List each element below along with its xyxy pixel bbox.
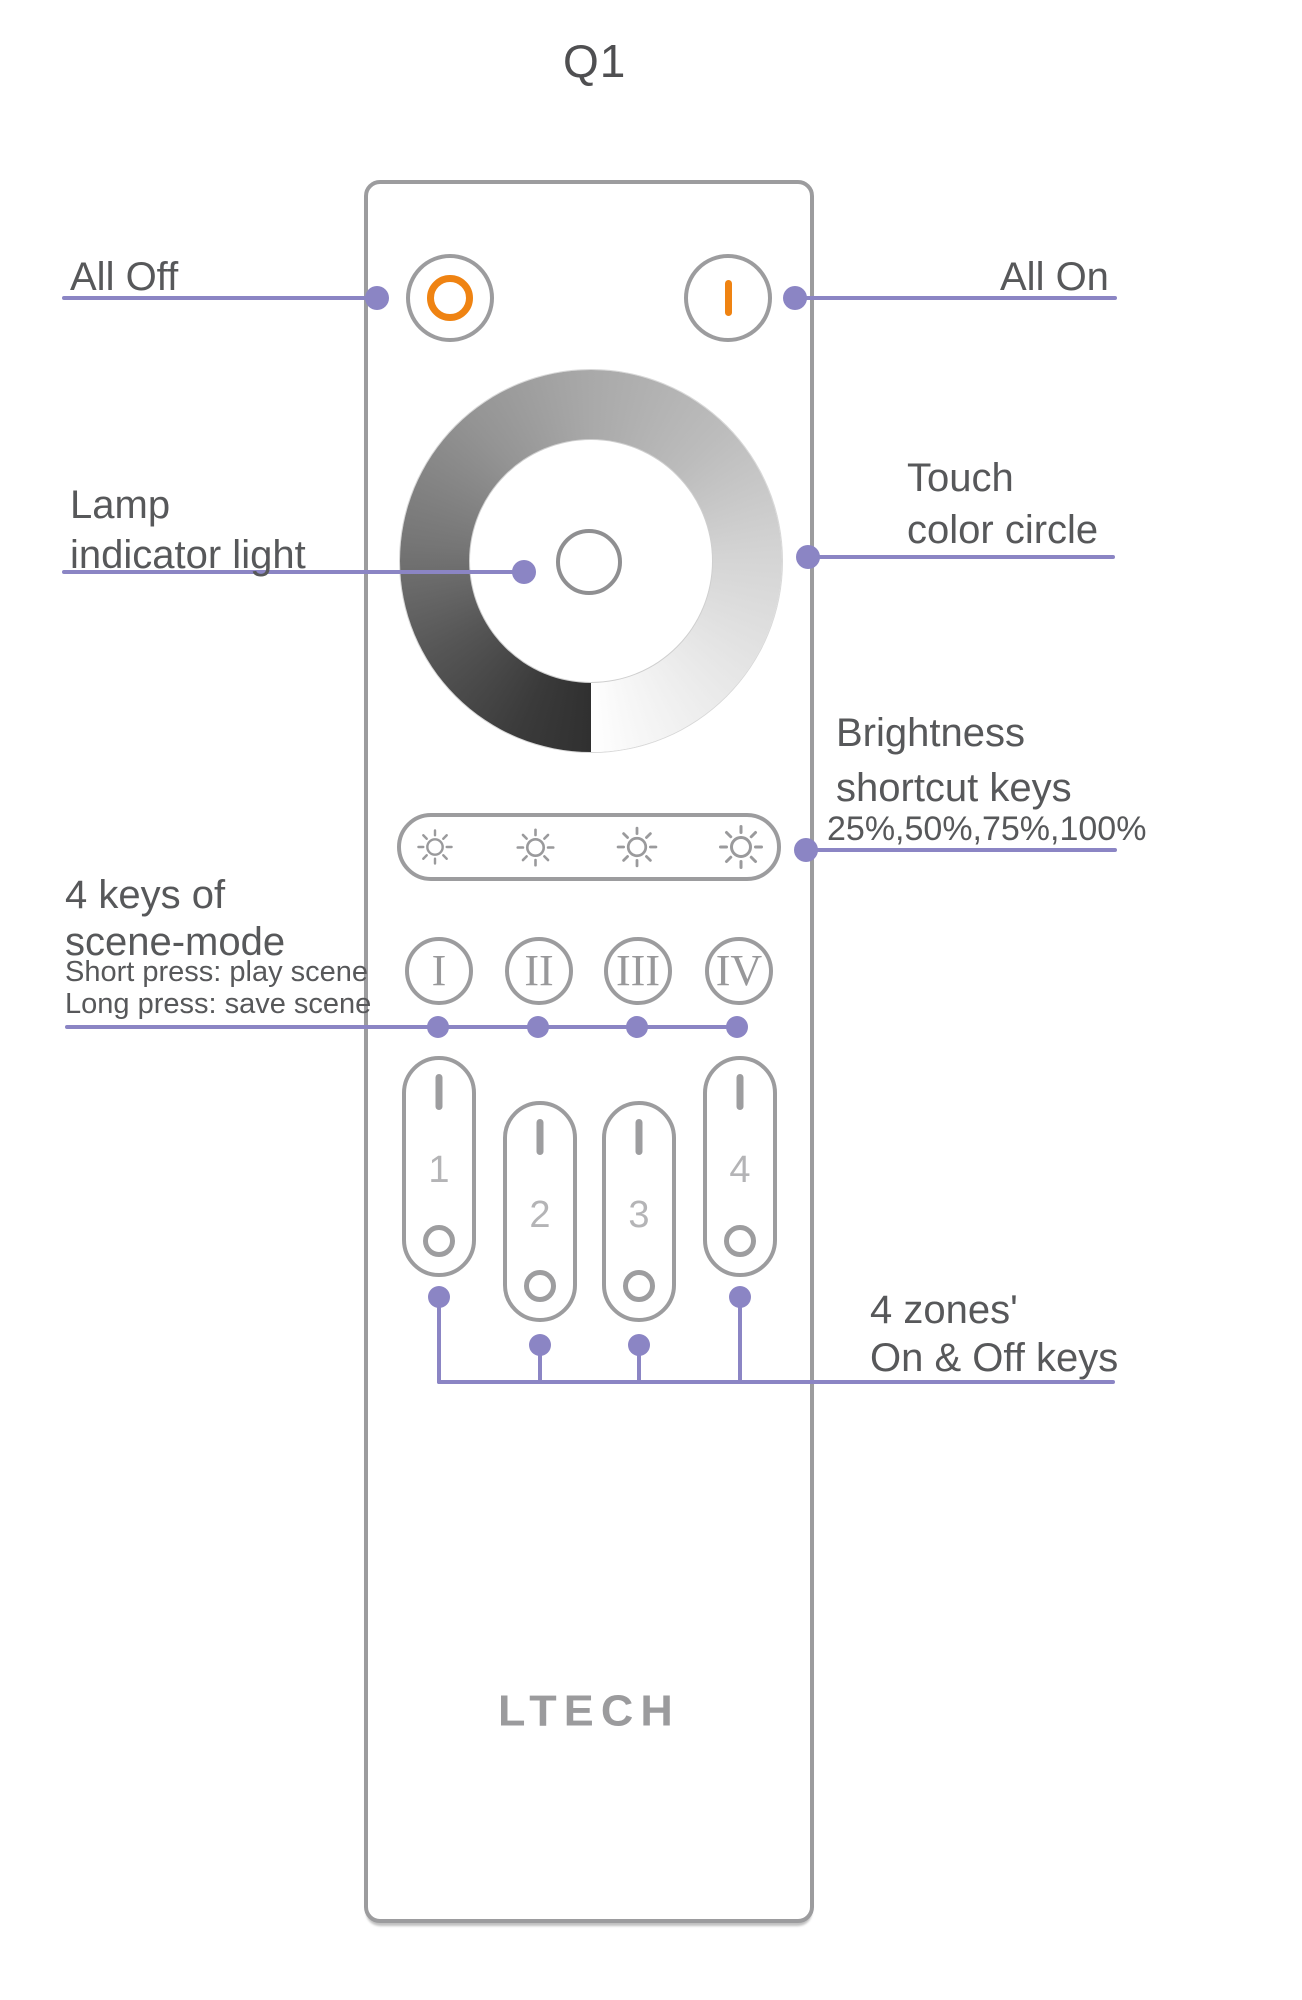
callout-line-scene [65, 1025, 739, 1029]
zone-4-on-icon[interactable] [736, 1074, 744, 1110]
scene-key-3-label: III [616, 946, 660, 995]
callout-line-all-on [795, 296, 1117, 300]
callout-dot-scene-4 [726, 1016, 748, 1038]
callout-line-lamp [62, 570, 524, 574]
zone-2-on-icon[interactable] [536, 1119, 544, 1155]
scene-key-1-label: I [431, 946, 447, 995]
callout-line-touch [808, 555, 1115, 559]
power-on-icon [724, 280, 732, 316]
zone-3-number: 3 [628, 1194, 650, 1236]
zone-4-number: 4 [729, 1149, 751, 1191]
callout-dot-zone-1 [428, 1286, 450, 1308]
zone-key-1[interactable]: 1 [402, 1056, 476, 1277]
callout-dot-lamp [512, 560, 536, 584]
sun-50-icon[interactable] [507, 819, 563, 875]
callout-dot-scene-1 [427, 1016, 449, 1038]
all-on-button[interactable] [684, 254, 772, 342]
label-scene-keys-sub: Short press: play scene Long press: save… [65, 956, 372, 1020]
brand-logo: LTECH [498, 1687, 680, 1736]
zone-1-on-icon[interactable] [435, 1074, 443, 1110]
scene-key-2-label: II [524, 946, 554, 995]
callout-dot-scene-2 [527, 1016, 549, 1038]
label-all-on: All On [1000, 255, 1109, 299]
scene-key-1[interactable]: I [405, 937, 473, 1005]
scene-key-2[interactable]: II [505, 937, 573, 1005]
zone-1-off-icon[interactable] [423, 1225, 455, 1257]
callout-line-zone-2 [538, 1345, 542, 1384]
label-brightness-2: shortcut keys [836, 766, 1072, 810]
callout-dot-zone-3 [628, 1334, 650, 1356]
zone-key-3[interactable]: 3 [602, 1101, 676, 1322]
scene-key-3[interactable]: III [604, 937, 672, 1005]
zone-2-number: 2 [529, 1194, 551, 1236]
callout-dot-all-on [783, 286, 807, 310]
label-scene-keys: 4 keys of scene-mode [65, 873, 286, 964]
scene-key-4-label: IV [715, 946, 763, 995]
callout-dot-zone-4 [729, 1286, 751, 1308]
callout-dot-brightness [794, 838, 818, 862]
all-off-button[interactable] [406, 254, 494, 342]
label-brightness-1: Brightness [836, 711, 1025, 755]
callout-line-brightness [806, 848, 1117, 852]
sun-75-icon[interactable] [609, 819, 665, 875]
label-lamp-indicator: Lamp indicator light [70, 483, 306, 577]
page-title: Q1 [563, 35, 627, 87]
label-brightness-values: 25%,50%,75%,100% [827, 810, 1147, 848]
callout-line-zone-1 [437, 1297, 441, 1384]
callout-line-all-off [62, 296, 377, 300]
zone-4-off-icon[interactable] [724, 1225, 756, 1257]
zone-key-4[interactable]: 4 [703, 1056, 777, 1277]
sun-100-icon[interactable] [713, 819, 769, 875]
zone-key-2[interactable]: 2 [503, 1101, 577, 1322]
brightness-shortcut-bar[interactable] [397, 813, 781, 881]
label-all-off: All Off [70, 255, 179, 299]
zone-3-off-icon[interactable] [623, 1270, 655, 1302]
callout-line-zones [437, 1380, 1115, 1384]
callout-dot-touch [796, 545, 820, 569]
label-touch-circle: Touch color circle [907, 456, 1099, 552]
zone-2-off-icon[interactable] [524, 1270, 556, 1302]
callout-line-zone-3 [637, 1345, 641, 1384]
callout-dot-all-off [365, 286, 389, 310]
callout-dot-zone-2 [529, 1334, 551, 1356]
callout-dot-scene-3 [626, 1016, 648, 1038]
callout-line-zone-4 [738, 1297, 742, 1384]
lamp-indicator-light [556, 529, 622, 595]
scene-key-4[interactable]: IV [705, 937, 773, 1005]
power-off-icon [427, 275, 473, 321]
label-zones: 4 zones' On & Off keys [870, 1288, 1119, 1380]
zone-3-on-icon[interactable] [635, 1119, 643, 1155]
sun-25-icon[interactable] [407, 819, 463, 875]
zone-1-number: 1 [428, 1149, 450, 1191]
